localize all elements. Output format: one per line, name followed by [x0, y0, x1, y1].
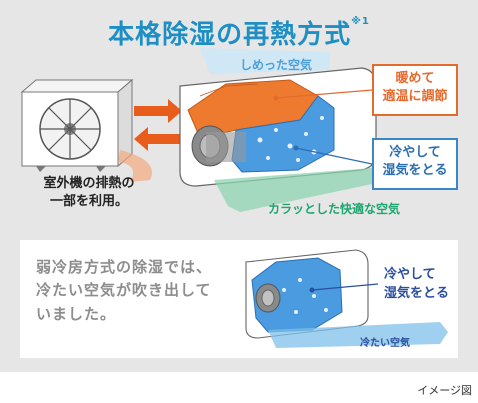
- cool-label-text: 冷やして 湿気をとる: [382, 145, 448, 179]
- sub-cool-leader-line: [311, 283, 379, 291]
- comparison-cool-label: 冷やして 湿気をとる: [384, 267, 450, 301]
- exhaust-heat-flow: [118, 150, 152, 182]
- warm-label-box: 暖めて 適温に調節: [372, 64, 458, 116]
- comparison-text: 弱冷房方式の除湿では、 冷たい空気が吹き出して いました。: [36, 258, 213, 323]
- humid-air-flow: [200, 48, 330, 74]
- cool-leader-line: [295, 147, 373, 165]
- heat-arrow-right: [134, 99, 182, 123]
- dry-air-flow: [214, 168, 372, 212]
- indoor-unit-icon: [179, 67, 377, 187]
- sub-cool-leader-dot: [309, 287, 315, 293]
- cold-air-label: 冷たい空気: [360, 338, 410, 349]
- warm-leader-dot: [273, 95, 279, 101]
- cold-air-flow: [268, 322, 448, 348]
- main-illustration: [20, 48, 377, 212]
- title-note: ※1: [351, 16, 370, 27]
- cool-leader-dot: [293, 145, 299, 151]
- indoor-unit-small-icon: [245, 249, 369, 339]
- outdoor-unit-icon: [20, 78, 134, 172]
- dry-air-label: カラッとした快適な空気: [268, 202, 401, 216]
- cool-label-box: 冷やして 湿気をとる: [372, 138, 458, 190]
- humid-air-label: しめった空気: [240, 58, 313, 72]
- heat-arrow-left: [134, 127, 182, 151]
- image-note: イメージ図: [417, 384, 472, 397]
- warm-leader-line: [275, 89, 373, 99]
- diagram-title: 本格除湿の再熱方式※1: [0, 14, 478, 51]
- comparison-illustration: [245, 249, 448, 348]
- outdoor-caption: 室外機の排熱の 一部を利用。: [43, 176, 135, 209]
- warm-label-text: 暖めて 適温に調節: [382, 71, 448, 105]
- title-text: 本格除湿の再熱方式: [108, 20, 352, 50]
